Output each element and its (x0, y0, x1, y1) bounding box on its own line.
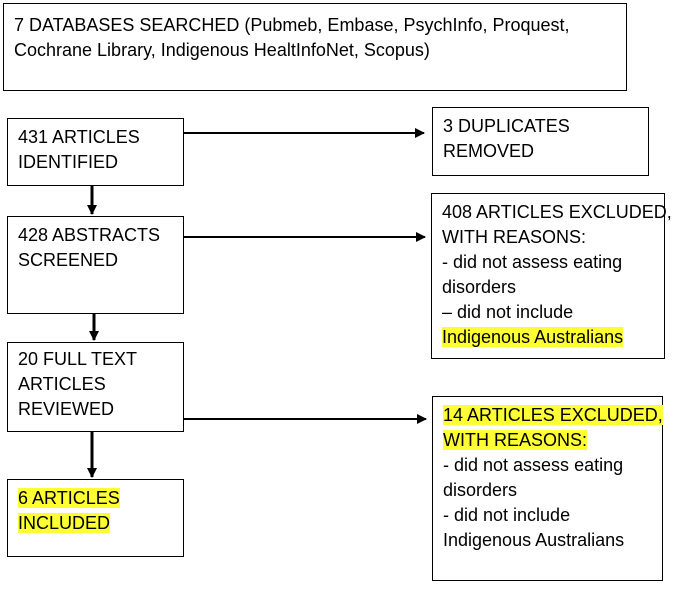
fulltext-box: 20 FULL TEXT ARTICLES REVIEWED (7, 342, 184, 432)
excluded-abstracts-line-6: Indigenous Australians (442, 325, 654, 350)
highlighted-text: 6 ARTICLES (18, 488, 120, 508)
highlighted-text: INCLUDED (18, 513, 111, 533)
databases-line-1: 7 DATABASES SEARCHED (Pubmeb, Embase, Ps… (14, 15, 570, 35)
excluded-fulltext-line-1: 14 ARTICLES EXCLUDED, (443, 403, 663, 428)
included-line-1: 6 ARTICLES (18, 486, 173, 511)
screened-box: 428 ABSTRACTS SCREENED (7, 216, 184, 314)
duplicates-box: 3 DUPLICATES REMOVED (432, 107, 649, 176)
identified-box: 431 ARTICLES IDENTIFIED (7, 118, 184, 186)
databases-line-2: Cochrane Library, Indigenous HealtInfoNe… (14, 40, 430, 60)
excluded-fulltext-box: 14 ARTICLES EXCLUDED, WITH REASONS: - di… (432, 396, 663, 581)
excluded-fulltext-line-6: Indigenous Australians (443, 530, 625, 550)
screened-line-1: 428 ABSTRACTS (18, 225, 161, 245)
databases-box: 7 DATABASES SEARCHED (Pubmeb, Embase, Ps… (3, 3, 627, 91)
highlighted-text: 14 ARTICLES EXCLUDED, (443, 405, 663, 425)
excluded-abstracts-box: 408 ARTICLES EXCLUDED, WITH REASONS: - d… (431, 193, 672, 359)
included-box: 6 ARTICLES INCLUDED (7, 479, 184, 557)
fulltext-line-2: ARTICLES (18, 374, 106, 394)
identified-line-1: 431 ARTICLES (18, 127, 140, 147)
fulltext-line-1: 20 FULL TEXT (18, 349, 138, 369)
excluded-fulltext-line-3: - did not assess eating (443, 455, 624, 475)
excluded-fulltext-line-2: WITH REASONS: (443, 428, 652, 453)
screened-line-2: SCREENED (18, 250, 119, 270)
fulltext-line-3: REVIEWED (18, 399, 115, 419)
excluded-fulltext-line-4: disorders (443, 480, 518, 500)
duplicates-line-1: 3 DUPLICATES (443, 116, 570, 136)
excluded-abstracts-line-4: disorders (442, 277, 517, 297)
excluded-abstracts-line-3: - did not assess eating (442, 252, 623, 272)
excluded-abstracts-line-1: 408 ARTICLES EXCLUDED, (442, 202, 672, 222)
highlighted-text: Indigenous Australians (442, 327, 624, 347)
highlighted-text: WITH REASONS: (443, 430, 588, 450)
duplicates-line-2: REMOVED (443, 141, 535, 161)
excluded-fulltext-line-5: - did not include (443, 505, 571, 525)
excluded-abstracts-line-2: WITH REASONS: (442, 227, 587, 247)
excluded-abstracts-line-5: – did not include (442, 302, 574, 322)
identified-line-2: IDENTIFIED (18, 152, 119, 172)
included-line-2: INCLUDED (18, 511, 173, 536)
